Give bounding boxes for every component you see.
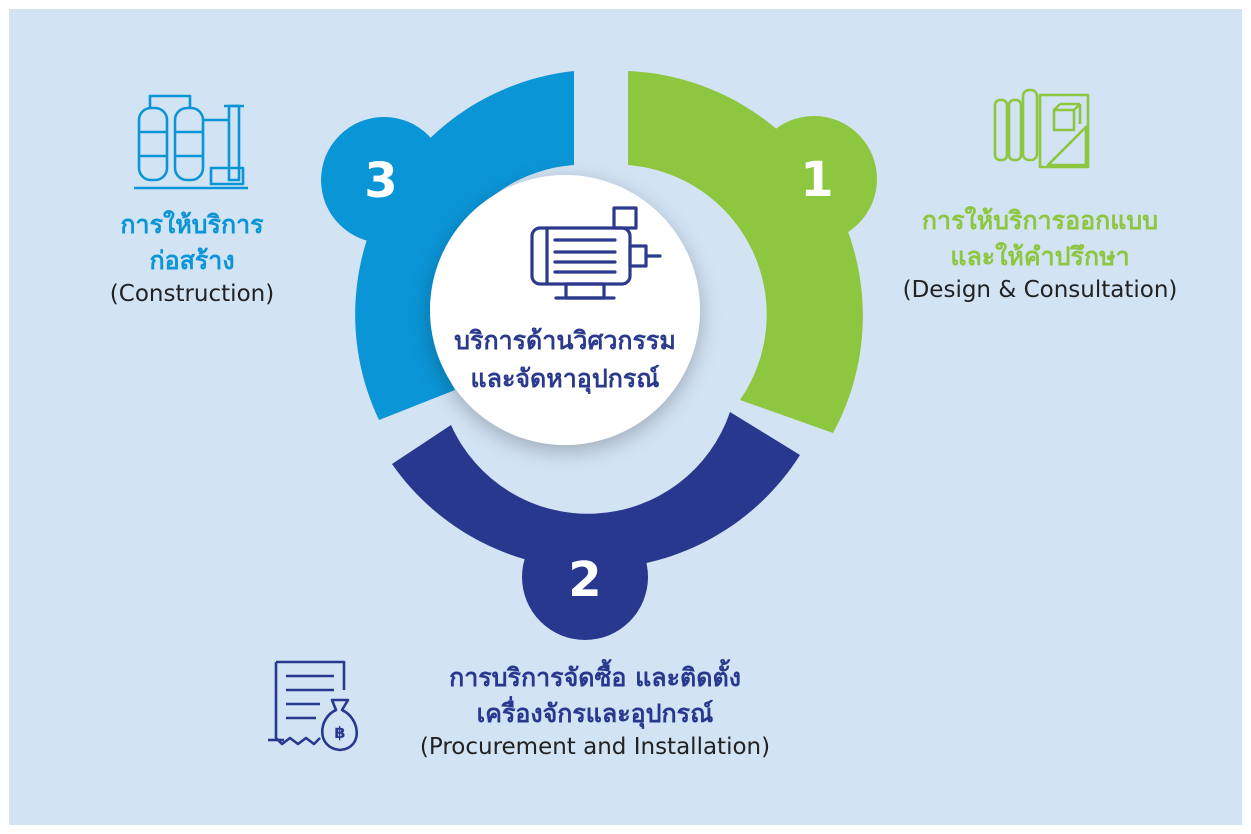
segment-1 — [628, 71, 877, 433]
industrial-plant-icon — [134, 94, 248, 190]
segment-3 — [321, 71, 574, 420]
center-title-line2: และจัดหาอุปกรณ์ — [470, 363, 660, 393]
segment-2 — [392, 412, 800, 640]
electric-motor-icon — [530, 206, 662, 300]
service-2-title-line2: เครื่องจักรและอุปกรณ์ — [476, 698, 714, 728]
invoice-money-bag-icon: ฿ — [268, 660, 358, 752]
service-3-subtitle: (Construction) — [109, 281, 275, 307]
svg-text:฿: ฿ — [334, 723, 345, 742]
service-1-subtitle: (Design & Consultation) — [902, 277, 1178, 303]
service-1-title-line2: และให้คำปรึกษา — [950, 241, 1130, 271]
center-title-line1: บริการด้านวิศวกรรม — [454, 326, 676, 355]
segment-3-number: 3 — [364, 153, 397, 209]
service-3-title-line2: ก่อสร้าง — [149, 245, 235, 275]
blueprint-drafting-icon — [993, 88, 1090, 169]
segment-2-arc — [392, 412, 800, 569]
segment-2-number: 2 — [568, 552, 601, 608]
segment-3-arc — [355, 71, 574, 420]
segment-2-badge — [522, 514, 648, 640]
center-title: บริการด้านวิศวกรรม และจัดหาอุปกรณ์ — [445, 322, 685, 397]
service-2-label: การบริการจัดซื้อ และติดตั้ง เครื่องจักรแ… — [375, 660, 815, 764]
segment-1-badge — [751, 116, 877, 242]
service-3-title-line1: การให้บริการ — [120, 210, 264, 239]
segment-3-badge — [321, 117, 447, 243]
center-circle — [430, 175, 700, 445]
service-1-title-line1: การให้บริการออกแบบ — [921, 206, 1159, 235]
service-3-label: การให้บริการ ก่อสร้าง (Construction) — [72, 207, 312, 311]
segment-1-number: 1 — [800, 152, 833, 208]
service-2-title-line1: การบริการจัดซื้อ และติดตั้ง — [449, 663, 741, 692]
service-2-subtitle: (Procurement and Installation) — [419, 734, 771, 760]
service-1-label: การให้บริการออกแบบ และให้คำปรึกษา (Desig… — [875, 203, 1205, 307]
